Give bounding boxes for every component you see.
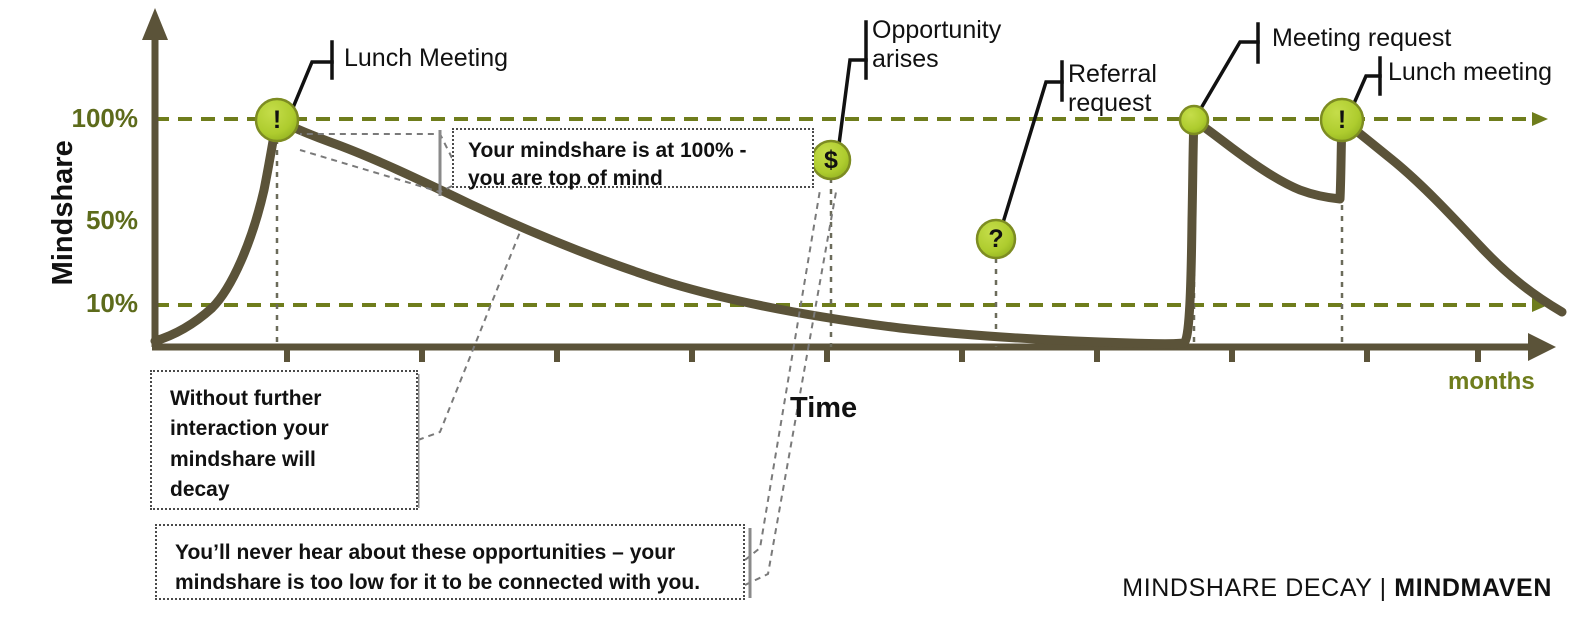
annotation-referral-request: Referral request xyxy=(1068,60,1157,117)
annotation-pointers xyxy=(289,20,1382,229)
annotation-lunch-meeting-1: Lunch Meeting xyxy=(344,44,509,72)
annotation-opportunity-arises: Opportunity arises xyxy=(872,16,1002,73)
dollar-icon: $ xyxy=(824,146,838,174)
gridline-10 xyxy=(155,298,1548,312)
marker-meeting-request[interactable] xyxy=(1178,104,1210,136)
brand-prefix: MINDSHARE DECAY | xyxy=(1122,574,1395,602)
x-axis-ticks xyxy=(284,347,1481,362)
brand-footer: MINDSHARE DECAY | MINDMAVEN xyxy=(1120,574,1552,603)
callout-decay: Without further interaction your mindsha… xyxy=(150,370,418,510)
exclamation-icon: ! xyxy=(272,106,282,134)
y-tick-50: 50% xyxy=(85,205,138,235)
annotation-lunch-meeting-2: Lunch meeting xyxy=(1388,58,1553,86)
callout-leader-bars xyxy=(416,130,752,598)
y-tick-100: 100% xyxy=(71,103,139,133)
marker-lunch-meeting-2[interactable] xyxy=(1319,97,1365,143)
exclamation-icon-2: ! xyxy=(1337,106,1347,134)
mindshare-curve xyxy=(150,115,1567,349)
x-axis xyxy=(152,333,1556,361)
gridline-100 xyxy=(155,112,1548,126)
marker-lunch-meeting-1[interactable] xyxy=(254,97,300,143)
brand-name: MINDMAVEN xyxy=(1394,574,1552,602)
question-icon: ? xyxy=(988,225,1004,253)
callout-mindshare-100: Your mindshare is at 100% - you are top … xyxy=(452,128,814,190)
y-tick-10: 10% xyxy=(85,288,138,318)
x-axis-title: Time xyxy=(790,392,858,424)
marker-referral[interactable] xyxy=(975,218,1017,260)
x-axis-units: months xyxy=(1448,368,1535,395)
callout-opportunities: You’ll never hear about these opportunit… xyxy=(155,524,745,600)
y-axis xyxy=(142,8,168,347)
callout-leader-lines xyxy=(299,133,837,586)
annotation-meeting-request: Meeting request xyxy=(1272,24,1452,52)
